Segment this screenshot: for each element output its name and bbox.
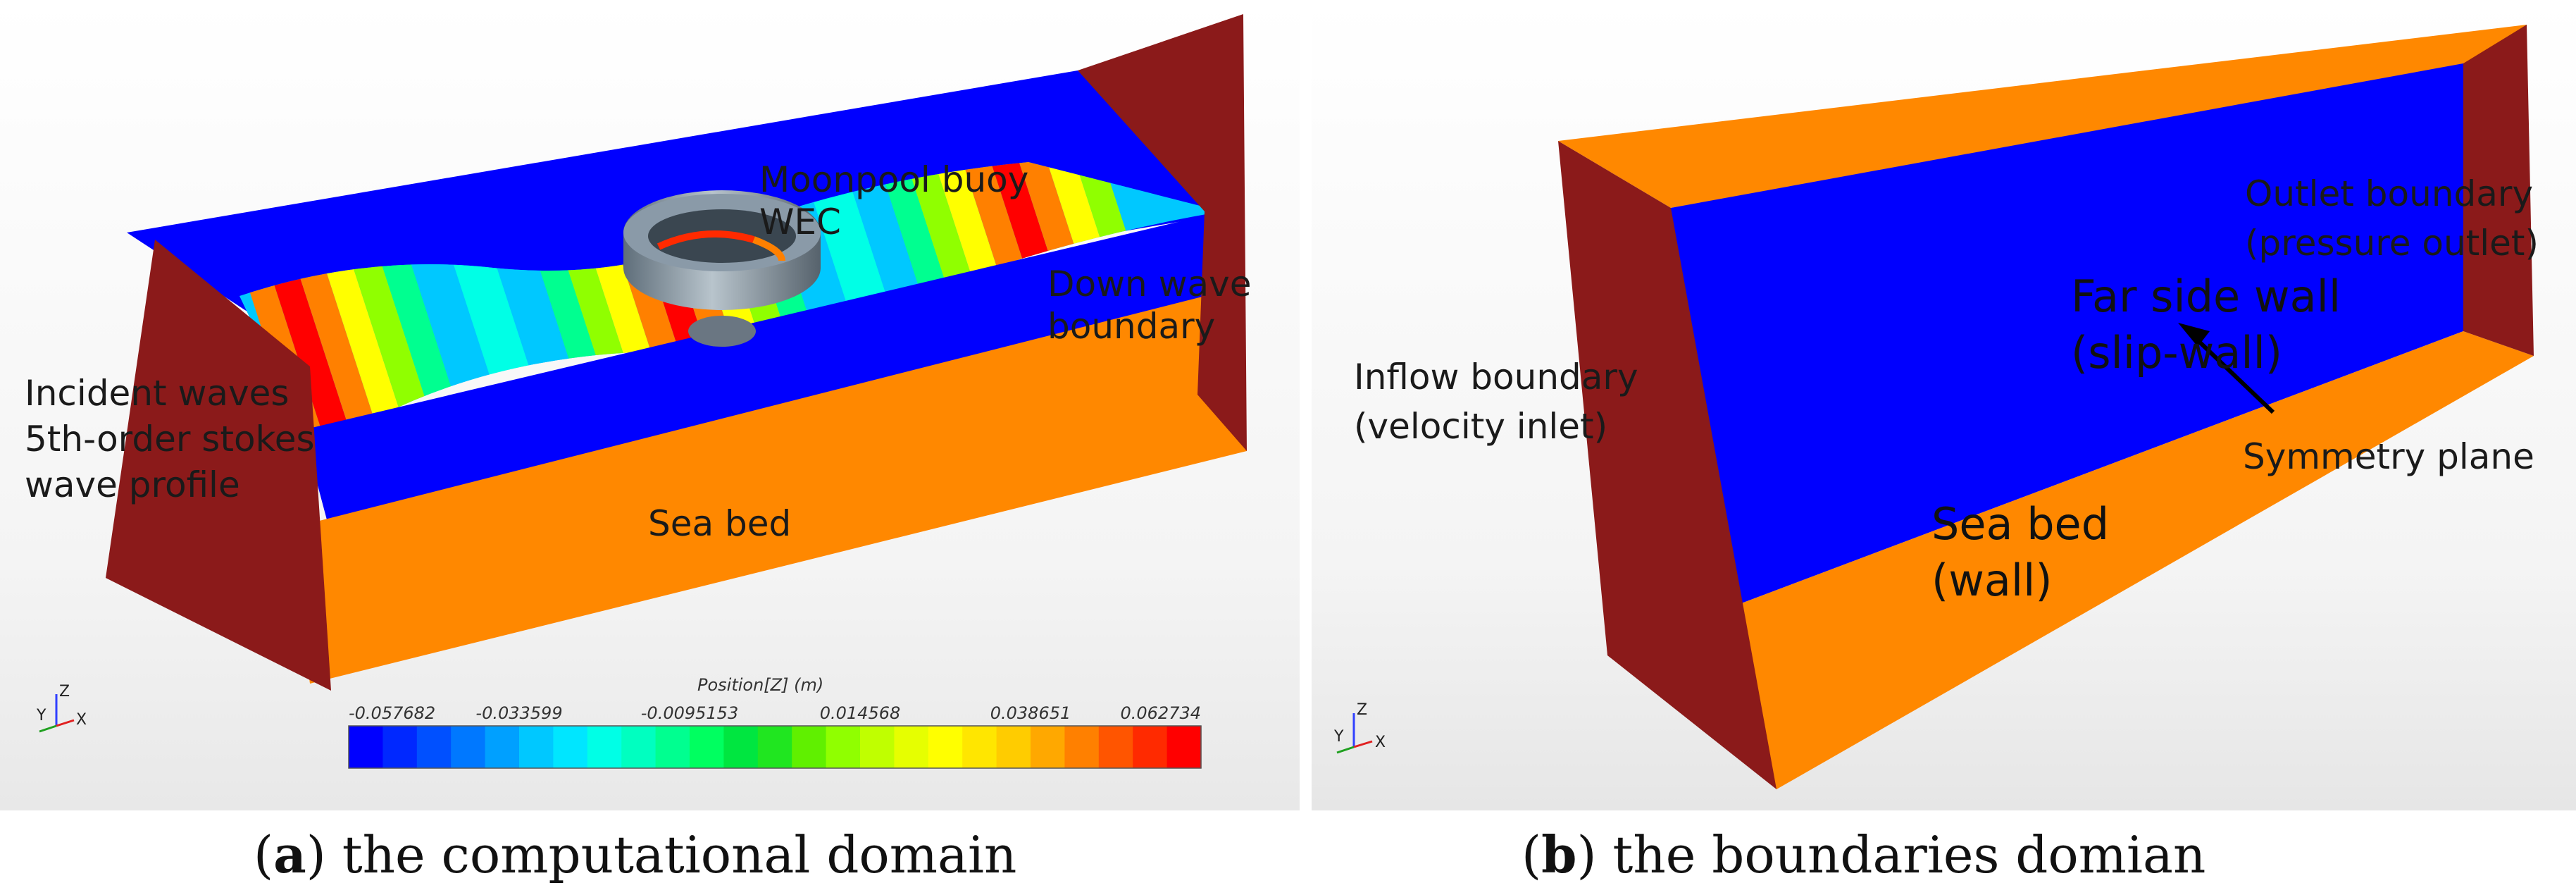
label-down-wave-line1: Down wave [1047, 264, 1251, 304]
colorbar-cell [485, 726, 520, 768]
colorbar-cell [416, 726, 452, 768]
colorbar-tick-label: -0.057682 [349, 703, 435, 723]
colorbar-cell [519, 726, 554, 768]
colorbar-cell [621, 726, 657, 768]
colorbar-cell [1098, 726, 1133, 768]
label-sea-bed-line1: Sea bed [1931, 498, 2109, 550]
caption-b: (b) the boundaries domian [1522, 825, 2206, 884]
colorbar-cell [723, 726, 759, 768]
caption-a: (a) the computational domain [254, 825, 1017, 884]
label-moonpool-line1: Moonpool buoy [759, 159, 1028, 200]
front-blue-wall [303, 211, 1233, 536]
boundaries-domain-render: Far side wall (slip-wall) Inflow boundar… [1312, 0, 2576, 810]
panel-boundaries-domain: Far side wall (slip-wall) Inflow boundar… [1312, 0, 2576, 810]
colorbar-cell [349, 726, 383, 768]
computational-domain-render: Moonpool buoy WEC Down wave boundary Inc… [0, 0, 1300, 810]
moonpool-buoy [623, 190, 821, 347]
label-outlet-line2: (pressure outlet) [2245, 223, 2539, 264]
label-outlet-line1: Outlet boundary [2245, 173, 2533, 214]
outlet-wall-maroon [1078, 14, 1247, 451]
axis-x-label: X [1375, 734, 1386, 751]
label-inflow-line2: (velocity inlet) [1354, 406, 1607, 447]
colorbar-cell [587, 726, 622, 768]
label-incident-line3: wave profile [25, 464, 240, 505]
caption-a-text: the computational domain [342, 825, 1017, 884]
inflow-wall-maroon [1558, 141, 1777, 789]
colorbar-cell [962, 726, 997, 768]
colorbar-cell [894, 726, 929, 768]
colorbar-cell [757, 726, 792, 768]
axis-triad: Z X Y [36, 683, 87, 733]
caption-a-letter: a [273, 825, 306, 884]
colorbar-tick-label: 0.014568 [820, 703, 901, 723]
colorbar-tick-label: 0.062734 [1120, 703, 1201, 723]
axis-z-label: Z [1357, 701, 1367, 719]
colorbar-cell [690, 726, 724, 768]
axis-x-label: X [76, 711, 87, 729]
axis-z-label: Z [59, 683, 70, 700]
label-incident-line2: 5th-order stokes [25, 419, 315, 459]
sea-bed-orange [289, 289, 1247, 684]
axis-y-label: Y [1333, 728, 1344, 746]
label-inflow-line1: Inflow boundary [1354, 357, 1638, 397]
colorbar-cell [1031, 726, 1065, 768]
colorbar-cell [382, 726, 418, 768]
colorbar-cell [826, 726, 861, 768]
colorbar-cell [553, 726, 588, 768]
colorbar-cell [1166, 726, 1202, 768]
top-edge-orange [1558, 25, 2527, 208]
label-sea-bed: Sea bed [648, 503, 791, 544]
caption-b-text: the boundaries domian [1612, 825, 2206, 884]
outlet-wall-maroon [2463, 25, 2534, 356]
axis-triad: Z X Y [1333, 701, 1386, 754]
colorbar-cell [860, 726, 895, 768]
sea-bed-orange [1678, 331, 2534, 789]
colorbar-cell [996, 726, 1031, 768]
label-far-wall-line2: (slip-wall) [2071, 327, 2282, 378]
label-moonpool-line2: WEC [759, 202, 841, 242]
label-symmetry: Symmetry plane [2243, 436, 2534, 477]
label-down-wave-line2: boundary [1047, 306, 1215, 347]
colorbar-title: Position[Z] (m) [697, 675, 823, 695]
label-sea-bed-line2: (wall) [1931, 555, 2053, 606]
colorbar-cell [451, 726, 486, 768]
colorbar: Position[Z] (m) -0.057682 -0.033599 -0.009… [348, 675, 1202, 769]
colorbar-cell [655, 726, 690, 768]
colorbar-tick-label: -0.033599 [475, 703, 562, 723]
panel-computational-domain: Moonpool buoy WEC Down wave boundary Inc… [0, 0, 1300, 810]
label-far-wall-line1: Far side wall [2071, 271, 2341, 322]
caption-b-letter: b [1541, 825, 1577, 884]
colorbar-cell [1133, 726, 1168, 768]
far-side-wall-blue [1671, 63, 2463, 627]
axis-y-label: Y [36, 707, 46, 724]
colorbar-cell [1064, 726, 1100, 768]
label-incident-line1: Incident waves [25, 373, 289, 414]
inlet-wall-maroon [106, 240, 331, 691]
colorbar-cell [792, 726, 827, 768]
symmetry-arrow [2178, 323, 2275, 414]
colorbar-tick-label: 0.038651 [990, 703, 1071, 723]
colorbar-cell [928, 726, 963, 768]
colorbar-tick-label: -0.0095153 [641, 703, 738, 723]
